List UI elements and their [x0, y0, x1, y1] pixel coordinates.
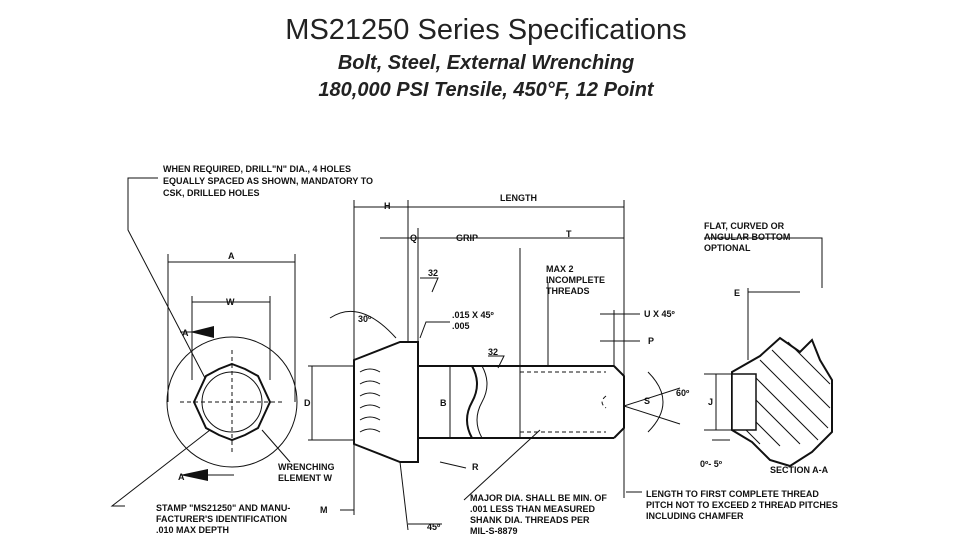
- drill-note-line3: CSK, DRILLED HOLES: [163, 188, 260, 198]
- flat-bottom-line2: ANGULAR BOTTOM: [704, 232, 790, 242]
- major-dia-line4: MIL-S-8879: [470, 526, 518, 536]
- dim-b: B: [440, 398, 447, 408]
- section-label-a-top: A: [182, 328, 189, 338]
- angle-0-5: 0º- 5º: [700, 459, 723, 469]
- subtitle-rating: 180,000 PSI Tensile, 450°F, 12 Point: [318, 79, 654, 101]
- thread-length-line3: INCLUDING CHAMFER: [646, 511, 744, 521]
- dim-grip: GRIP: [456, 233, 478, 243]
- dim-q: Q: [410, 233, 417, 243]
- dim-e: E: [734, 288, 740, 298]
- dim-a: A: [228, 251, 235, 261]
- angle-45-label: 45º: [427, 522, 441, 532]
- major-dia-line2: .001 LESS THAN MEASURED: [470, 504, 596, 514]
- chamfer-note-line2: .005: [452, 321, 470, 331]
- chamfer-note-line1: .015 X 45º: [452, 310, 495, 320]
- stamp-note-line3: .010 MAX DEPTH: [156, 525, 229, 535]
- thread-length-line1: LENGTH TO FIRST COMPLETE THREAD: [646, 489, 819, 499]
- wrenching-label-line1: WRENCHING: [278, 462, 335, 472]
- section-a-a-label: SECTION A-A: [770, 465, 829, 475]
- drill-note-line2: EQUALLY SPACED AS SHOWN, MANDATORY TO: [163, 176, 373, 186]
- finish-32-shank: 32: [488, 347, 498, 357]
- dim-u: U X 45º: [644, 309, 676, 319]
- max-threads-line3: THREADS: [546, 286, 590, 296]
- section-label-a-bottom: A: [178, 472, 185, 482]
- stamp-note-line2: FACTURER'S IDENTIFICATION: [156, 514, 287, 524]
- dim-t: T: [566, 229, 572, 239]
- drill-note-line1: WHEN REQUIRED, DRILL"N" DIA., 4 HOLES: [163, 164, 351, 174]
- angle-30: 30º: [358, 314, 372, 324]
- dim-length: LENGTH: [500, 193, 537, 203]
- section-a-a-view: [704, 237, 833, 468]
- thread-length-line2: PITCH NOT TO EXCEED 2 THREAD PITCHES: [646, 500, 838, 510]
- dim-j: J: [708, 397, 713, 407]
- dim-p: P: [648, 336, 654, 346]
- dim-r: R: [472, 462, 479, 472]
- flat-bottom-line3: OPTIONAL: [704, 243, 751, 253]
- subtitle-type: Bolt, Steel, External Wrenching: [337, 52, 635, 74]
- major-dia-line3: SHANK DIA. THREADS PER: [470, 515, 590, 525]
- head-end-view: [110, 177, 298, 507]
- wrenching-label-line2: ELEMENT W: [278, 473, 333, 483]
- dim-m: M: [320, 505, 328, 515]
- flat-bottom-line1: FLAT, CURVED OR: [704, 221, 785, 231]
- dim-s: S: [644, 396, 650, 406]
- angle-60: 60º: [676, 388, 690, 398]
- max-threads-line2: INCOMPLETE: [546, 275, 605, 285]
- stamp-note-line1: STAMP "MS21250" AND MANU-: [156, 503, 290, 513]
- dim-w: W: [226, 297, 235, 307]
- max-threads-line1: MAX 2: [546, 264, 574, 274]
- major-dia-line1: MAJOR DIA. SHALL BE MIN. OF: [470, 493, 607, 503]
- page-title: MS21250 Series Specifications: [285, 14, 687, 46]
- bolt-side-view: [308, 200, 681, 531]
- dim-d: D: [304, 398, 311, 408]
- dim-h: H: [384, 201, 391, 211]
- finish-32-top: 32: [428, 268, 438, 278]
